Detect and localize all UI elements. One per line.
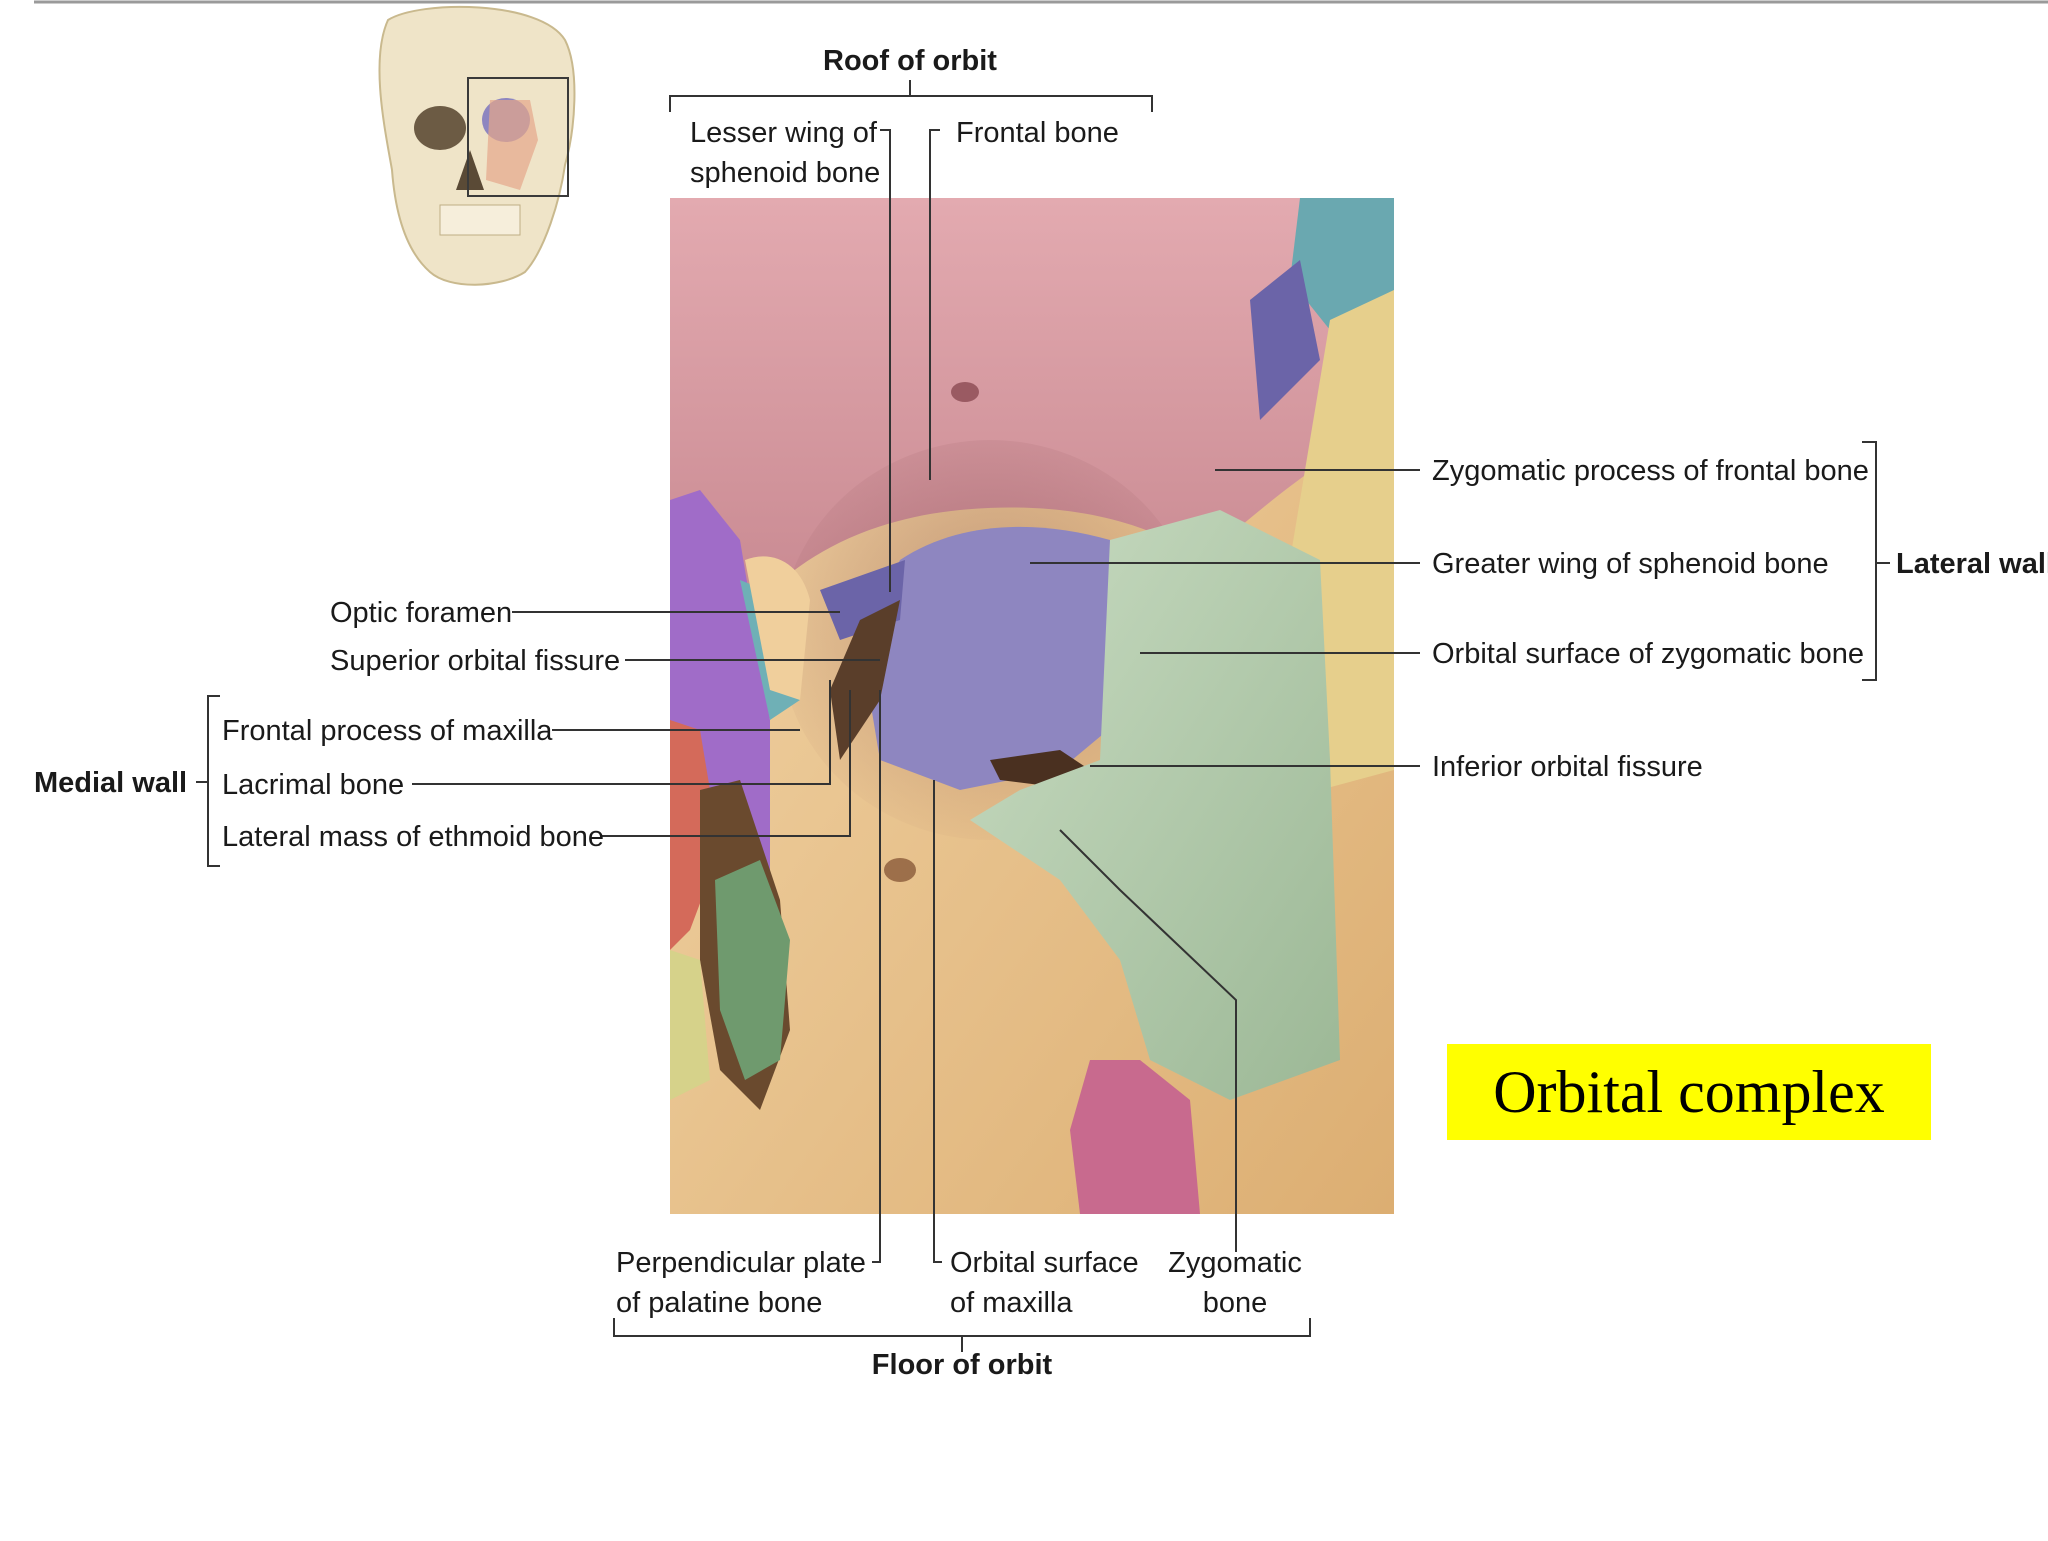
label-zygomatic-bone-line1: Zygomatic (1168, 1247, 1302, 1279)
label-optic-foramen: Optic foramen (330, 597, 513, 629)
skull-thumbnail-icon (378, 5, 576, 286)
orbit-illustration (670, 198, 1394, 1214)
orbital-complex-callout: Orbital complex (1447, 1044, 1931, 1140)
medial-wall-bracket (207, 695, 220, 867)
label-medial-wall: Medial wall (34, 767, 188, 799)
label-lateral-mass-ethmoid: Lateral mass of ethmoid bone (222, 821, 605, 853)
label-lesser-wing-line1: Lesser wing of (690, 117, 877, 149)
label-roof-of-orbit: Roof of orbit (823, 45, 997, 77)
label-perpendicular-plate-line2: of palatine bone (616, 1287, 823, 1319)
label-perpendicular-plate-line1: Perpendicular plate (616, 1247, 866, 1279)
label-frontal-process-maxilla: Frontal process of maxilla (222, 715, 553, 747)
label-floor-of-orbit: Floor of orbit (871, 1349, 1053, 1381)
label-orbital-surface-maxilla-line2: of maxilla (950, 1287, 1073, 1319)
label-orbital-surface-zygomatic: Orbital surface of zygomatic bone (1432, 638, 1864, 670)
label-lesser-wing-line2: sphenoid bone (690, 157, 881, 189)
leader-lines (196, 80, 1890, 1352)
label-lateral-wall: Lateral wall (1896, 548, 2048, 580)
label-lacrimal-bone: Lacrimal bone (222, 769, 405, 801)
label-zygomatic-process: Zygomatic process of frontal bone (1432, 455, 1869, 487)
roof-bracket (669, 95, 1153, 112)
lateral-wall-bracket (1862, 441, 1877, 681)
callout-text: Orbital complex (1493, 1058, 1885, 1125)
label-zygomatic-bone-line2: bone (1202, 1287, 1268, 1319)
label-orbital-surface-maxilla-line1: Orbital surface (950, 1247, 1139, 1279)
label-superior-orbital-fissure: Superior orbital fissure (330, 645, 621, 677)
label-inferior-orbital-fissure: Inferior orbital fissure (1432, 751, 1703, 783)
label-greater-wing: Greater wing of sphenoid bone (1432, 548, 1829, 580)
label-frontal-bone: Frontal bone (956, 117, 1119, 149)
